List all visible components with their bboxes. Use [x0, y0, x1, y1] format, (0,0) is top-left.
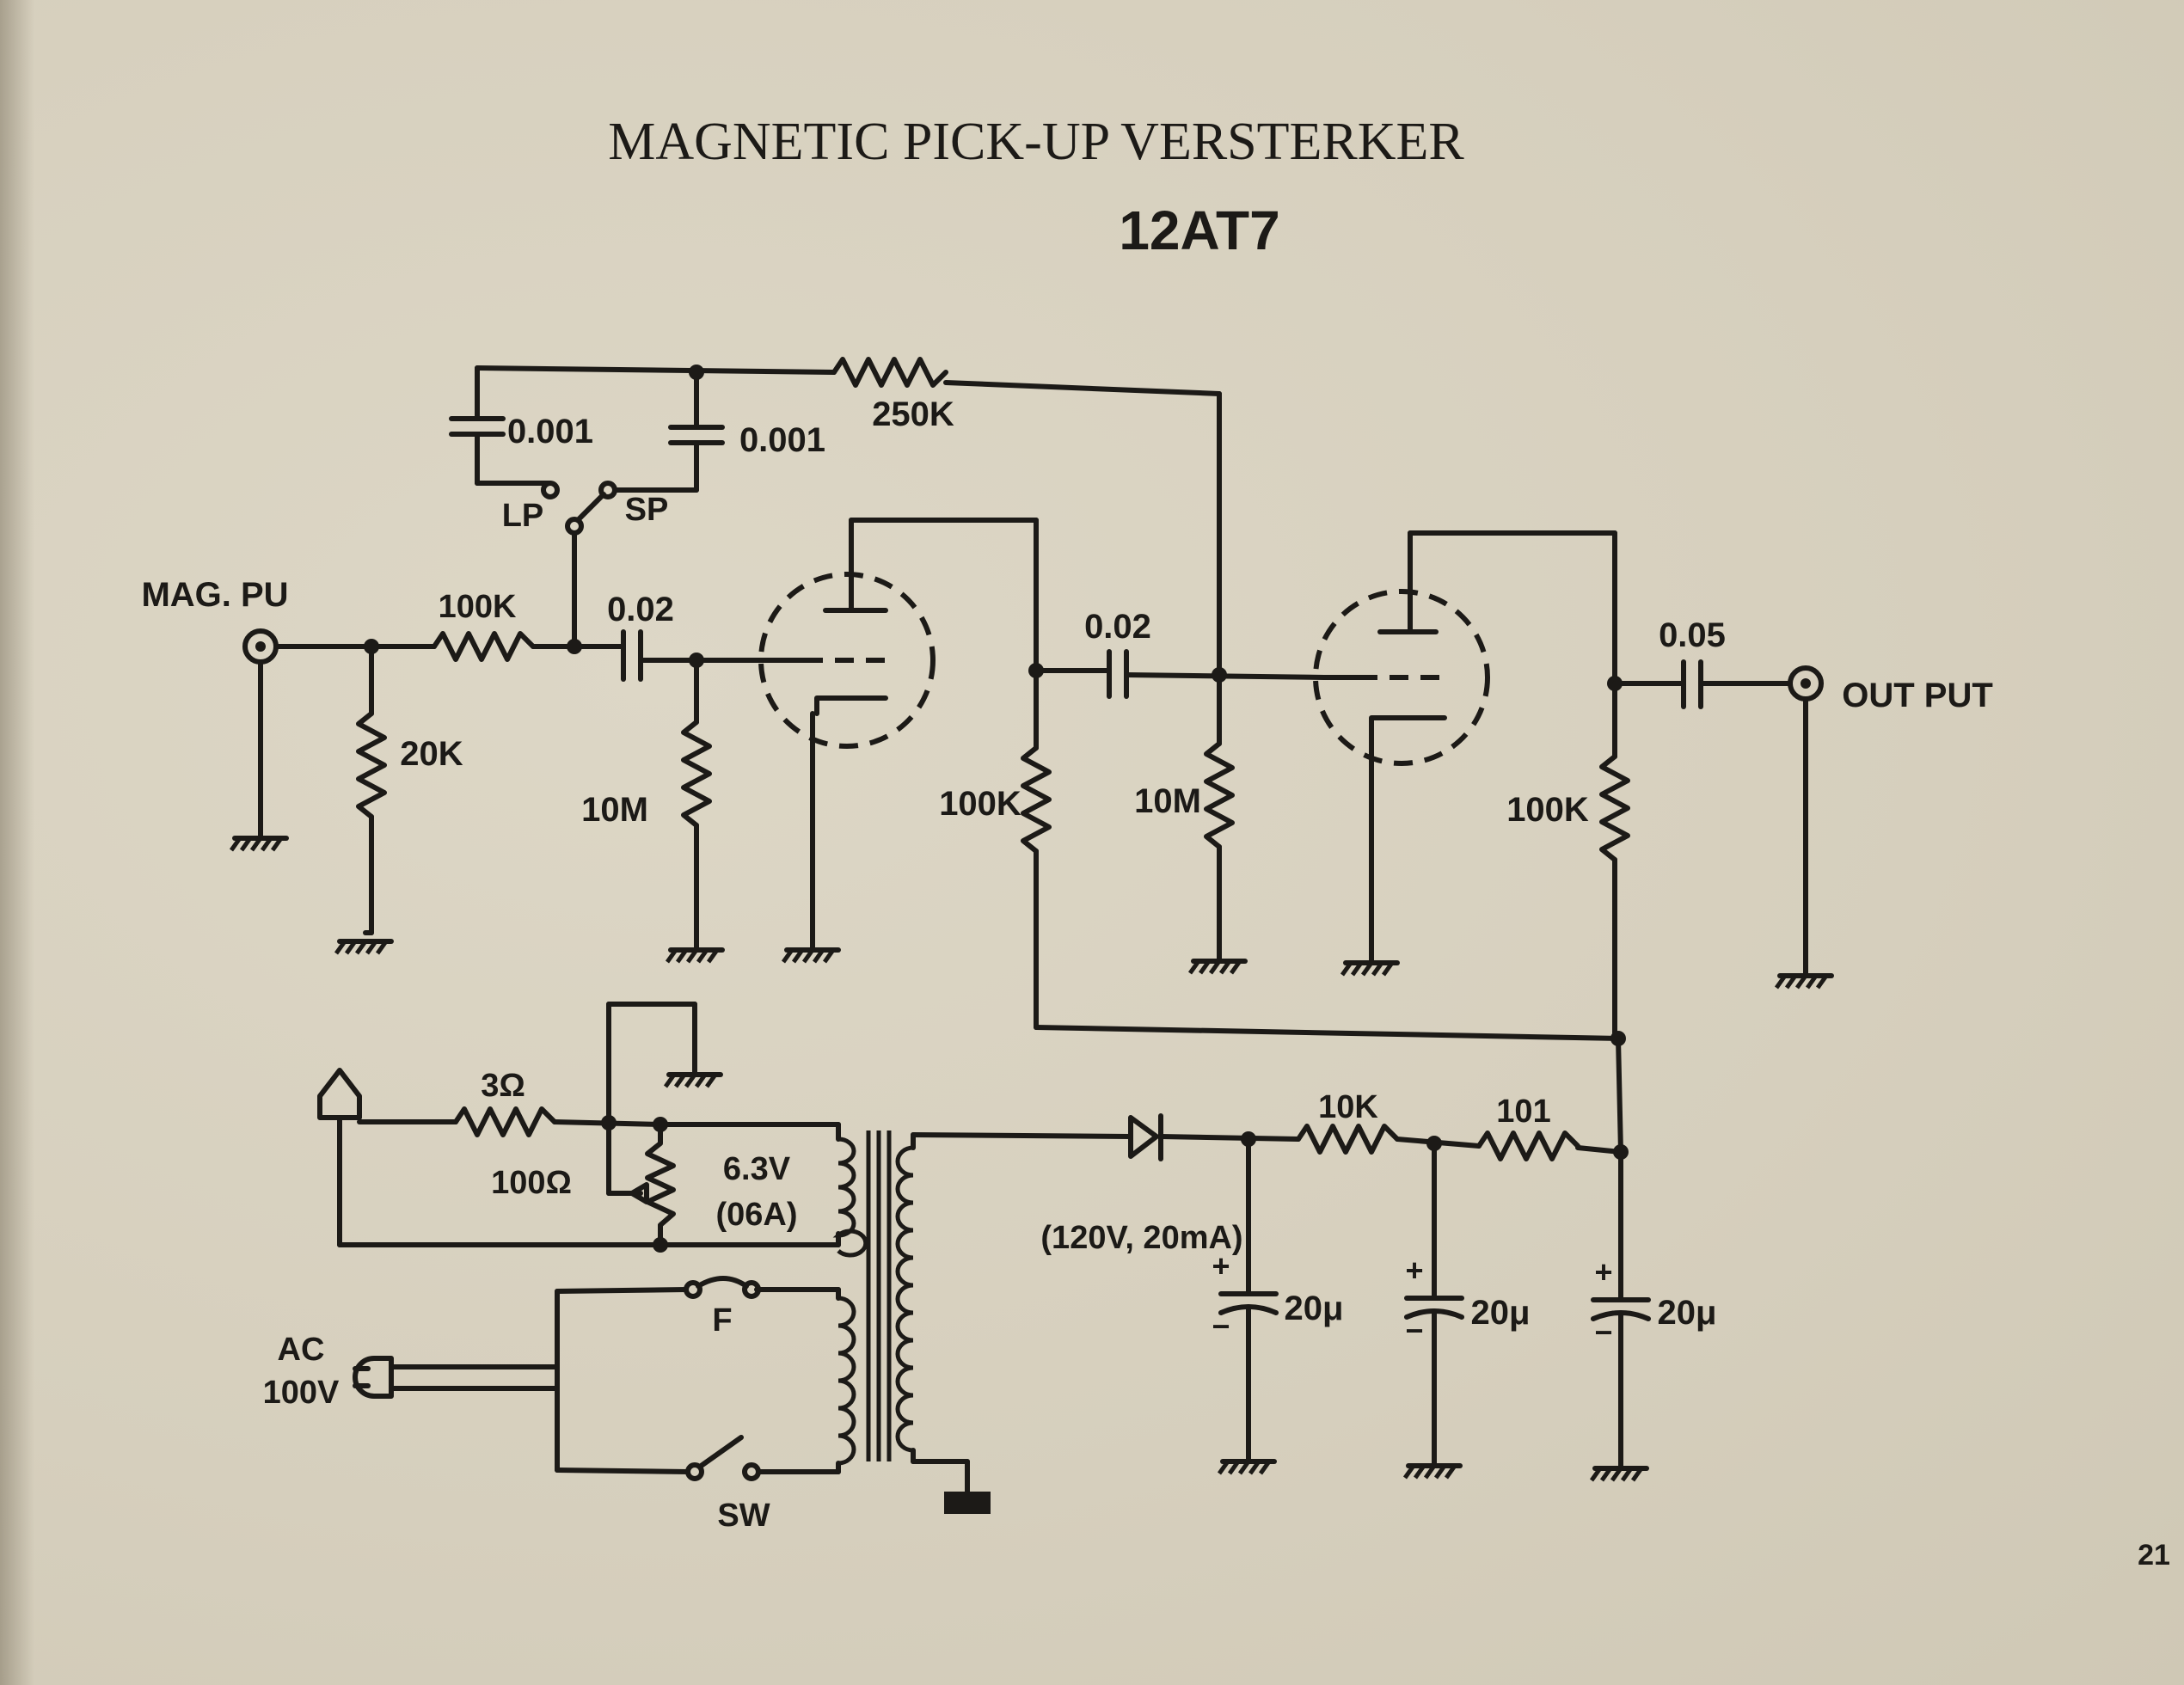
power-switch-terminal [742, 1462, 761, 1481]
ac-label: AC [278, 1332, 325, 1368]
page-binding-shadow [0, 0, 34, 1685]
resistor-10m-1 [681, 720, 712, 828]
fuse-label: F [712, 1302, 732, 1339]
switch-common-terminal [565, 517, 584, 536]
capacitor-label: 0.001 [739, 421, 825, 459]
output-label: OUT PUT [1842, 677, 1993, 714]
pilot-lamp-icon [317, 1068, 362, 1120]
resistor-100k-plate1 [1021, 745, 1052, 854]
resistor-label: 10K [1318, 1089, 1378, 1125]
rectifier-rating-label: (120V, 20mA) [1040, 1220, 1242, 1256]
ac-voltage-label: 100V [263, 1375, 340, 1411]
capacitor-label: 0.02 [1084, 608, 1151, 646]
capacitor-label: 0.001 [507, 413, 593, 450]
heater-voltage-label: 6.3V [723, 1151, 791, 1187]
ac-plug-icon [353, 1356, 394, 1399]
fuse-symbol [696, 1276, 749, 1289]
page-number: 21 [2138, 1539, 2170, 1572]
tube-1-triode [758, 518, 936, 944]
cap-polarity-minus: − [1405, 1313, 1423, 1348]
resistor-10m-2 [1204, 741, 1235, 849]
tube-type-label: 12AT7 [1119, 199, 1279, 261]
resistor-10k-filter [1296, 1124, 1400, 1155]
resistor-label: 100K [939, 785, 1021, 823]
tube-2-triode [1313, 530, 1490, 957]
resistor-20k [356, 711, 387, 819]
capacitor-label: 20μ [1285, 1290, 1344, 1327]
potentiometer-100ohm [645, 1122, 676, 1247]
resistor-101-filter [1476, 1130, 1580, 1161]
switch-label: LP [502, 498, 544, 534]
cap-polarity-plus: + [1405, 1253, 1423, 1288]
cap-polarity-minus: − [1594, 1314, 1612, 1350]
power-transformer [832, 1122, 914, 1466]
heater-current-label: (06A) [715, 1197, 797, 1233]
resistor-250k [831, 357, 948, 388]
resistor-label: 250K [872, 395, 954, 433]
cap-polarity-plus: + [1212, 1248, 1230, 1284]
capacitor-label: 20μ [1471, 1294, 1531, 1332]
switch-label: SW [717, 1498, 770, 1534]
resistor-label: 100K [439, 589, 517, 625]
chassis-ground-icon [944, 1492, 991, 1514]
cap-polarity-minus: − [1212, 1308, 1230, 1344]
resistor-label: 10M [1134, 782, 1201, 820]
resistor-label: 100Ω [491, 1165, 572, 1201]
resistor-label: 10M [581, 791, 648, 829]
capacitor-label: 0.05 [1659, 616, 1726, 654]
switch-label: SP [625, 492, 669, 528]
resistor-3ohm [453, 1106, 557, 1137]
resistor-label: 101 [1496, 1094, 1550, 1130]
resistor-label: 100K [1506, 791, 1589, 829]
capacitor-label: 0.02 [607, 591, 674, 628]
resistor-100k-input [432, 631, 536, 662]
input-label: MAG. PU [141, 576, 288, 614]
rectifier-diode [1128, 1115, 1159, 1159]
resistor-label: 3Ω [481, 1068, 525, 1104]
resistor-100k-plate2 [1599, 754, 1630, 862]
diagram-title: MAGNETIC PICK-UP VERSTERKER [608, 113, 1464, 171]
tone-switch-lever [575, 492, 606, 523]
cap-polarity-plus: + [1594, 1254, 1612, 1290]
resistor-label: 20K [400, 735, 463, 773]
capacitor-label: 20μ [1658, 1294, 1717, 1332]
power-switch-lever [697, 1435, 744, 1469]
